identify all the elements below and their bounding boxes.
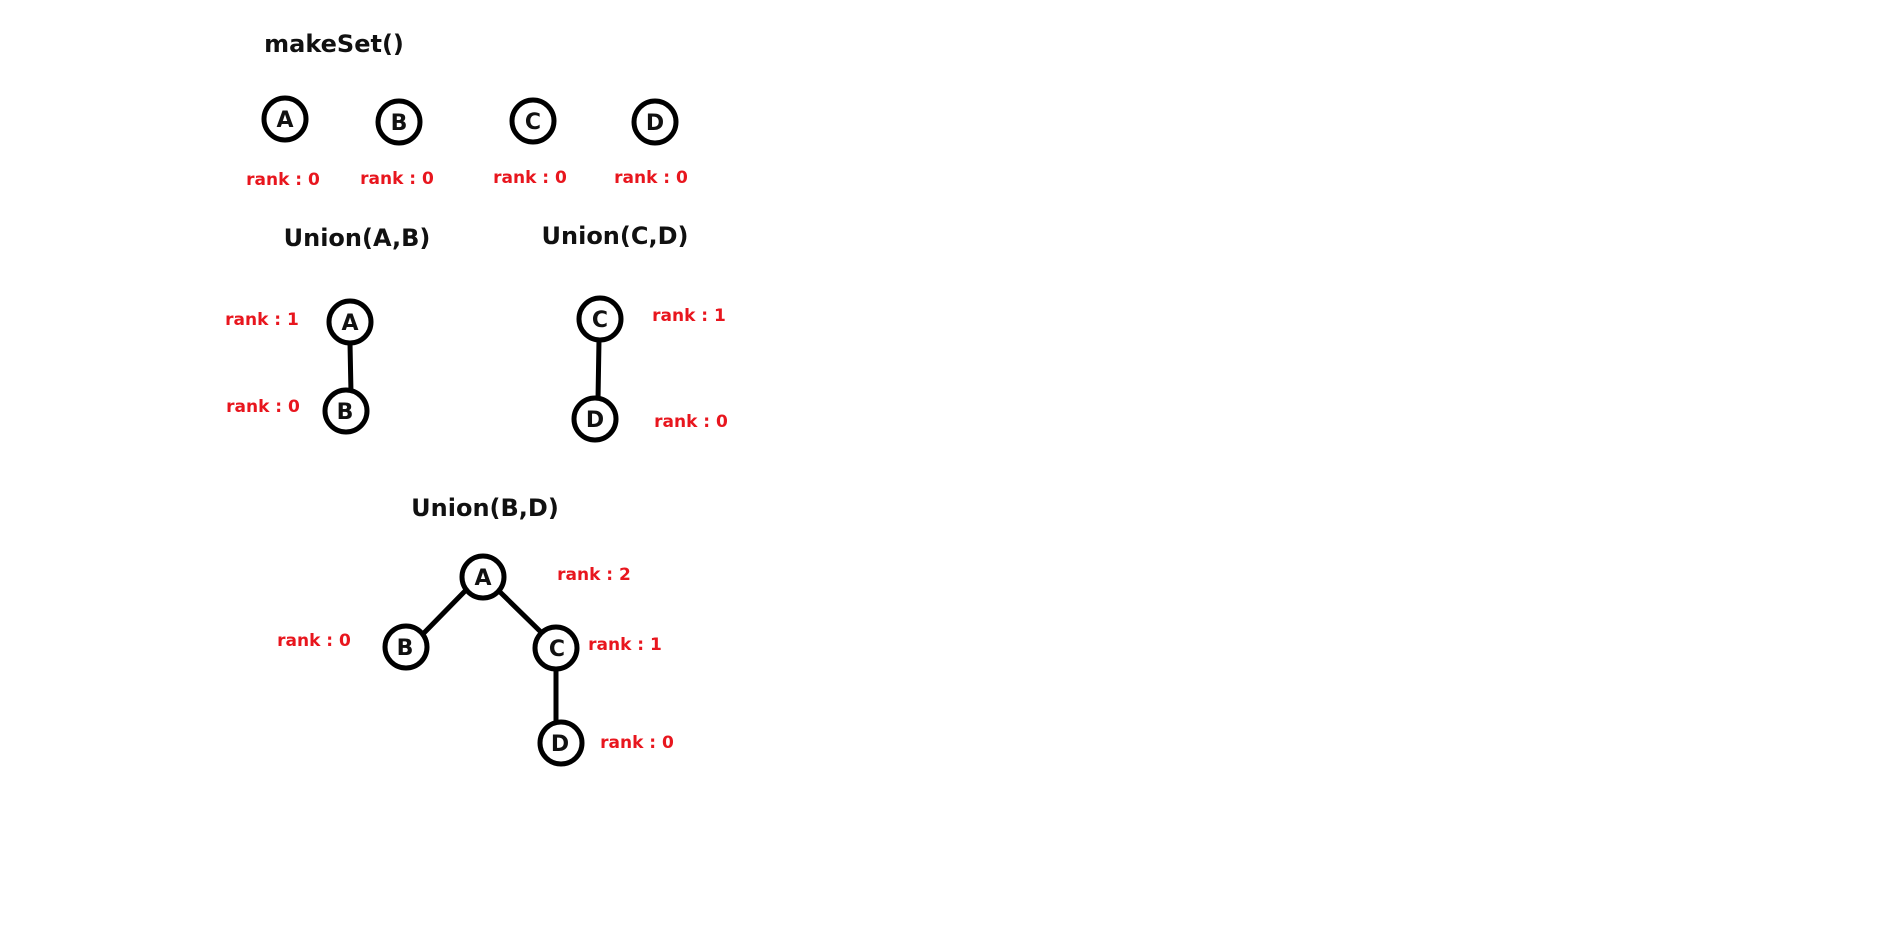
union-cd-node-d-circle [571,395,619,443]
union-ab-node-a-circle [326,298,374,346]
union-bd-rank-d: rank : 0 [600,733,674,753]
union-cd-node-c-circle [576,295,624,343]
makeset-rank-a: rank : 0 [246,170,320,190]
union-ab-node-b-circle [322,387,370,435]
union-bd-node-c-label: C [549,637,565,662]
makeset-node-c: C [509,97,557,145]
union-ab-title: Union(A,B) [284,224,431,252]
union-bd-node-a-circle [459,553,507,601]
union-bd-node-b-circle [382,623,430,671]
union-bd-edge-a-c [497,589,549,640]
union-cd-node-d: D [571,395,619,443]
union-ab-rank-b: rank : 0 [226,397,300,417]
makeset-node-a-label: A [276,108,293,133]
union-ab-node-b-label: B [337,400,354,425]
union-cd-node-d-label: D [586,408,604,433]
makeset-rank-c: rank : 0 [493,168,567,188]
union-bd-node-b-label: B [397,636,414,661]
union-bd-node-b: B [382,623,430,671]
makeset-node-c-circle [509,97,557,145]
union-cd-title: Union(C,D) [542,222,689,250]
union-cd-rank-d: rank : 0 [654,412,728,432]
union-ab-rank-a: rank : 1 [225,310,299,330]
union-cd-rank-c: rank : 1 [652,306,726,326]
makeset-node-a-circle [261,95,309,143]
union-ab-edge-a-b [347,340,354,396]
panel-union-bd: Union(B,D) A B C D rank : 2 rank : 0 ran… [277,494,674,767]
union-bd-node-a-label: A [474,566,491,591]
union-bd-node-c: C [532,624,580,672]
makeset-node-d-circle [631,98,679,146]
union-ab-node-a: A [326,298,374,346]
union-bd-node-d-circle [537,719,585,767]
union-bd-edge-a-b [418,586,470,639]
makeset-node-b: B [375,98,423,146]
union-cd-edge-c-d [595,337,602,403]
panel-union-cd: Union(C,D) C D rank : 1 rank : 0 [542,222,728,443]
union-bd-node-a: A [459,553,507,601]
panel-union-ab: Union(A,B) A B rank : 1 rank : 0 [225,224,431,435]
union-bd-rank-c: rank : 1 [588,635,662,655]
union-bd-rank-b: rank : 0 [277,631,351,651]
union-ab-node-b: B [322,387,370,435]
makeset-node-d-label: D [646,111,664,136]
union-ab-node-a-label: A [341,311,358,336]
union-bd-title: Union(B,D) [411,494,559,522]
union-cd-node-c: C [576,295,624,343]
panel-makeset: makeSet() A B C D rank : 0 rank : 0 rank… [246,30,688,190]
union-bd-node-d-label: D [551,732,569,757]
makeset-rank-b: rank : 0 [360,169,434,189]
makeset-rank-d: rank : 0 [614,168,688,188]
makeset-node-a: A [261,95,309,143]
union-bd-rank-a: rank : 2 [557,565,631,585]
makeset-title: makeSet() [264,30,404,58]
makeset-node-b-label: B [391,111,408,136]
makeset-node-d: D [631,98,679,146]
union-bd-node-c-circle [532,624,580,672]
union-bd-node-d: D [537,719,585,767]
union-cd-node-c-label: C [592,308,608,333]
makeset-node-c-label: C [525,110,541,135]
makeset-node-b-circle [375,98,423,146]
